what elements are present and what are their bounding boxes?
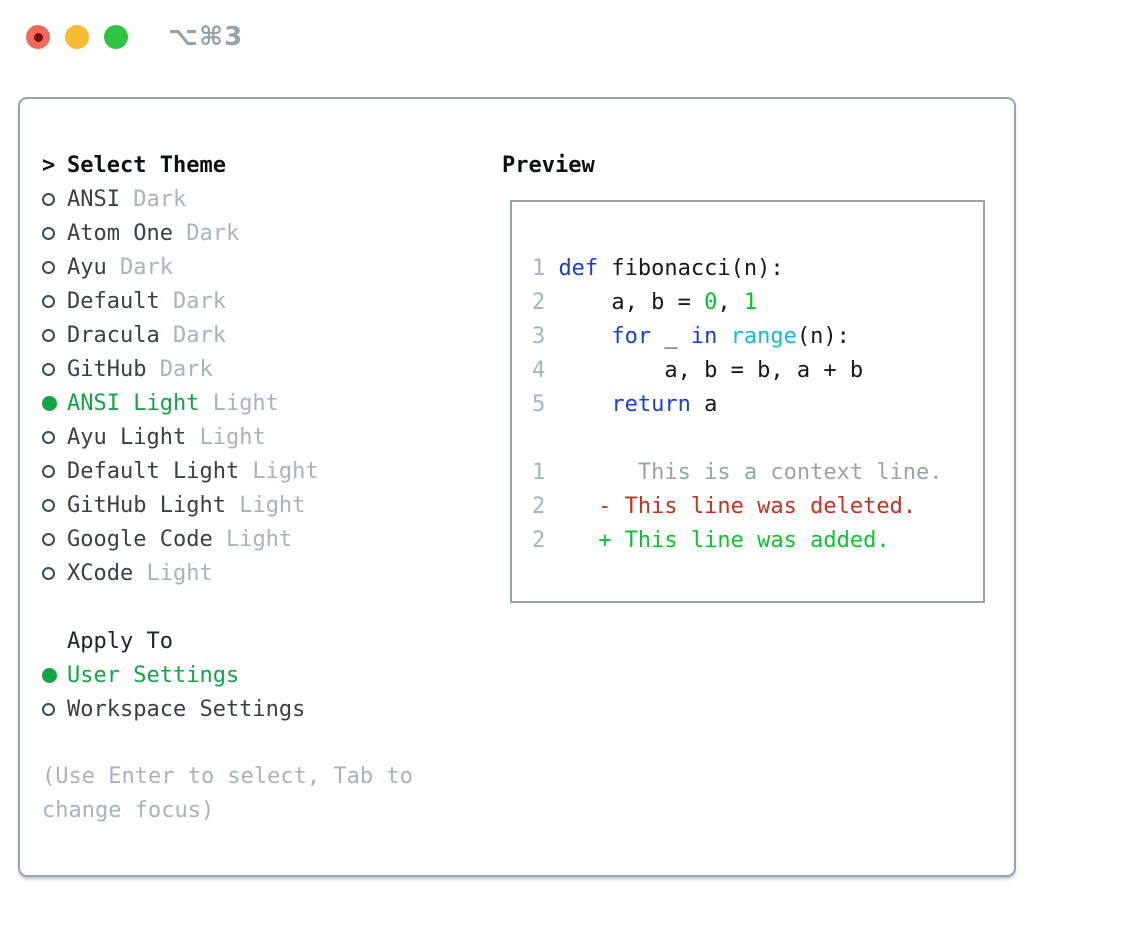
preview-gap: [532, 421, 983, 455]
minimize-button[interactable]: [65, 25, 89, 49]
code-line: 4 a, b = b, a + b: [532, 357, 864, 383]
apply-option[interactable]: User Settings: [42, 658, 502, 692]
radio-icon: [42, 430, 67, 444]
option-label: GitHub: [67, 356, 147, 382]
close-dot-icon: [33, 32, 43, 42]
theme-option[interactable]: XCode Light: [42, 556, 502, 590]
radio-icon: [42, 498, 67, 512]
variant-tag: Light: [199, 390, 279, 416]
line-number: 2: [532, 493, 546, 519]
line-number: 5: [532, 391, 546, 417]
close-button[interactable]: [26, 25, 50, 49]
radio-icon: [42, 566, 67, 580]
focus-caret-icon: >: [42, 152, 56, 178]
option-label: Default: [67, 288, 160, 314]
window-shortcut-label: ⌥⌘3: [168, 22, 244, 52]
option-label: ANSI: [67, 186, 120, 212]
code-line: 3 for _ in range(n):: [532, 323, 850, 349]
diff-line: 1 This is a context line.: [532, 459, 943, 485]
help-line: (Use Enter to select, Tab to: [42, 764, 413, 789]
help-text: (Use Enter to select, Tab to change focus…: [42, 760, 502, 828]
radio-icon: [42, 328, 67, 342]
option-label: Atom One: [67, 220, 173, 246]
zoom-button[interactable]: [104, 25, 128, 49]
line-number: 2: [532, 289, 546, 315]
variant-tag: Dark: [146, 356, 213, 382]
line-number: 3: [532, 323, 546, 349]
line-number: 4: [532, 357, 546, 383]
variant-tag: Dark: [159, 322, 226, 348]
option-label: Default Light: [67, 458, 240, 484]
radio-icon: [42, 702, 67, 716]
option-label: Dracula: [67, 322, 160, 348]
radio-selected-icon: [42, 395, 67, 411]
theme-option[interactable]: Default Light Light: [42, 454, 502, 488]
theme-option[interactable]: Dracula Dark: [42, 318, 502, 352]
variant-tag: Light: [212, 526, 293, 552]
theme-option[interactable]: Default Dark: [42, 284, 502, 318]
radio-icon: [42, 362, 67, 376]
diff-line: 2 + This line was added.: [532, 527, 890, 553]
apply-to-title: Apply To: [67, 628, 173, 654]
theme-option[interactable]: ANSI Dark: [42, 182, 502, 216]
radio-icon: [42, 226, 67, 240]
help-line: change focus): [42, 798, 215, 823]
variant-tag: Dark: [106, 254, 173, 280]
radio-selected-icon: [42, 667, 67, 683]
select-theme-header: > Select Theme: [42, 148, 502, 182]
code-line: 5 return a: [532, 391, 718, 417]
diff-preview-block: 1 This is a context line. 2 - This line w…: [532, 455, 983, 557]
variant-tag: Dark: [172, 220, 240, 246]
preview-header: Preview: [502, 152, 595, 178]
variant-tag: Dark: [119, 186, 187, 212]
variant-tag: Light: [133, 560, 213, 586]
option-label: ANSI Light: [67, 390, 200, 416]
line-number: 1: [532, 459, 546, 485]
select-theme-title: Select Theme: [67, 152, 226, 178]
apply-to-header: Apply To: [42, 624, 502, 658]
apply-option[interactable]: Workspace Settings: [42, 692, 502, 726]
radio-icon: [42, 464, 67, 478]
code-line: 2 a, b = 0, 1: [532, 289, 758, 315]
option-label: Google Code: [67, 526, 213, 552]
theme-option[interactable]: GitHub Dark: [42, 352, 502, 386]
radio-icon: [42, 532, 67, 546]
theme-option[interactable]: ANSI Light Light: [42, 386, 502, 420]
traffic-lights: [26, 25, 128, 49]
variant-tag: Light: [239, 458, 319, 484]
radio-icon: [42, 192, 67, 206]
theme-option[interactable]: Ayu Dark: [42, 250, 502, 284]
line-number: 1: [532, 255, 546, 281]
theme-option[interactable]: Ayu Light Light: [42, 420, 502, 454]
diff-line: 2 - This line was deleted.: [532, 493, 917, 519]
variant-tag: Light: [225, 492, 306, 518]
theme-option[interactable]: Atom One Dark: [42, 216, 502, 250]
variant-tag: Dark: [159, 288, 226, 314]
line-number: 2: [532, 527, 546, 553]
option-label: XCode: [67, 560, 134, 586]
option-label: Workspace Settings: [67, 696, 306, 722]
option-label: GitHub Light: [67, 492, 226, 518]
theme-option[interactable]: GitHub Light Light: [42, 488, 502, 522]
radio-icon: [42, 294, 67, 308]
option-label: Ayu Light: [67, 424, 187, 450]
radio-icon: [42, 260, 67, 274]
option-label: Ayu: [67, 254, 107, 280]
option-label: User Settings: [67, 662, 240, 688]
variant-tag: Light: [186, 424, 266, 450]
theme-option[interactable]: Google Code Light: [42, 522, 502, 556]
